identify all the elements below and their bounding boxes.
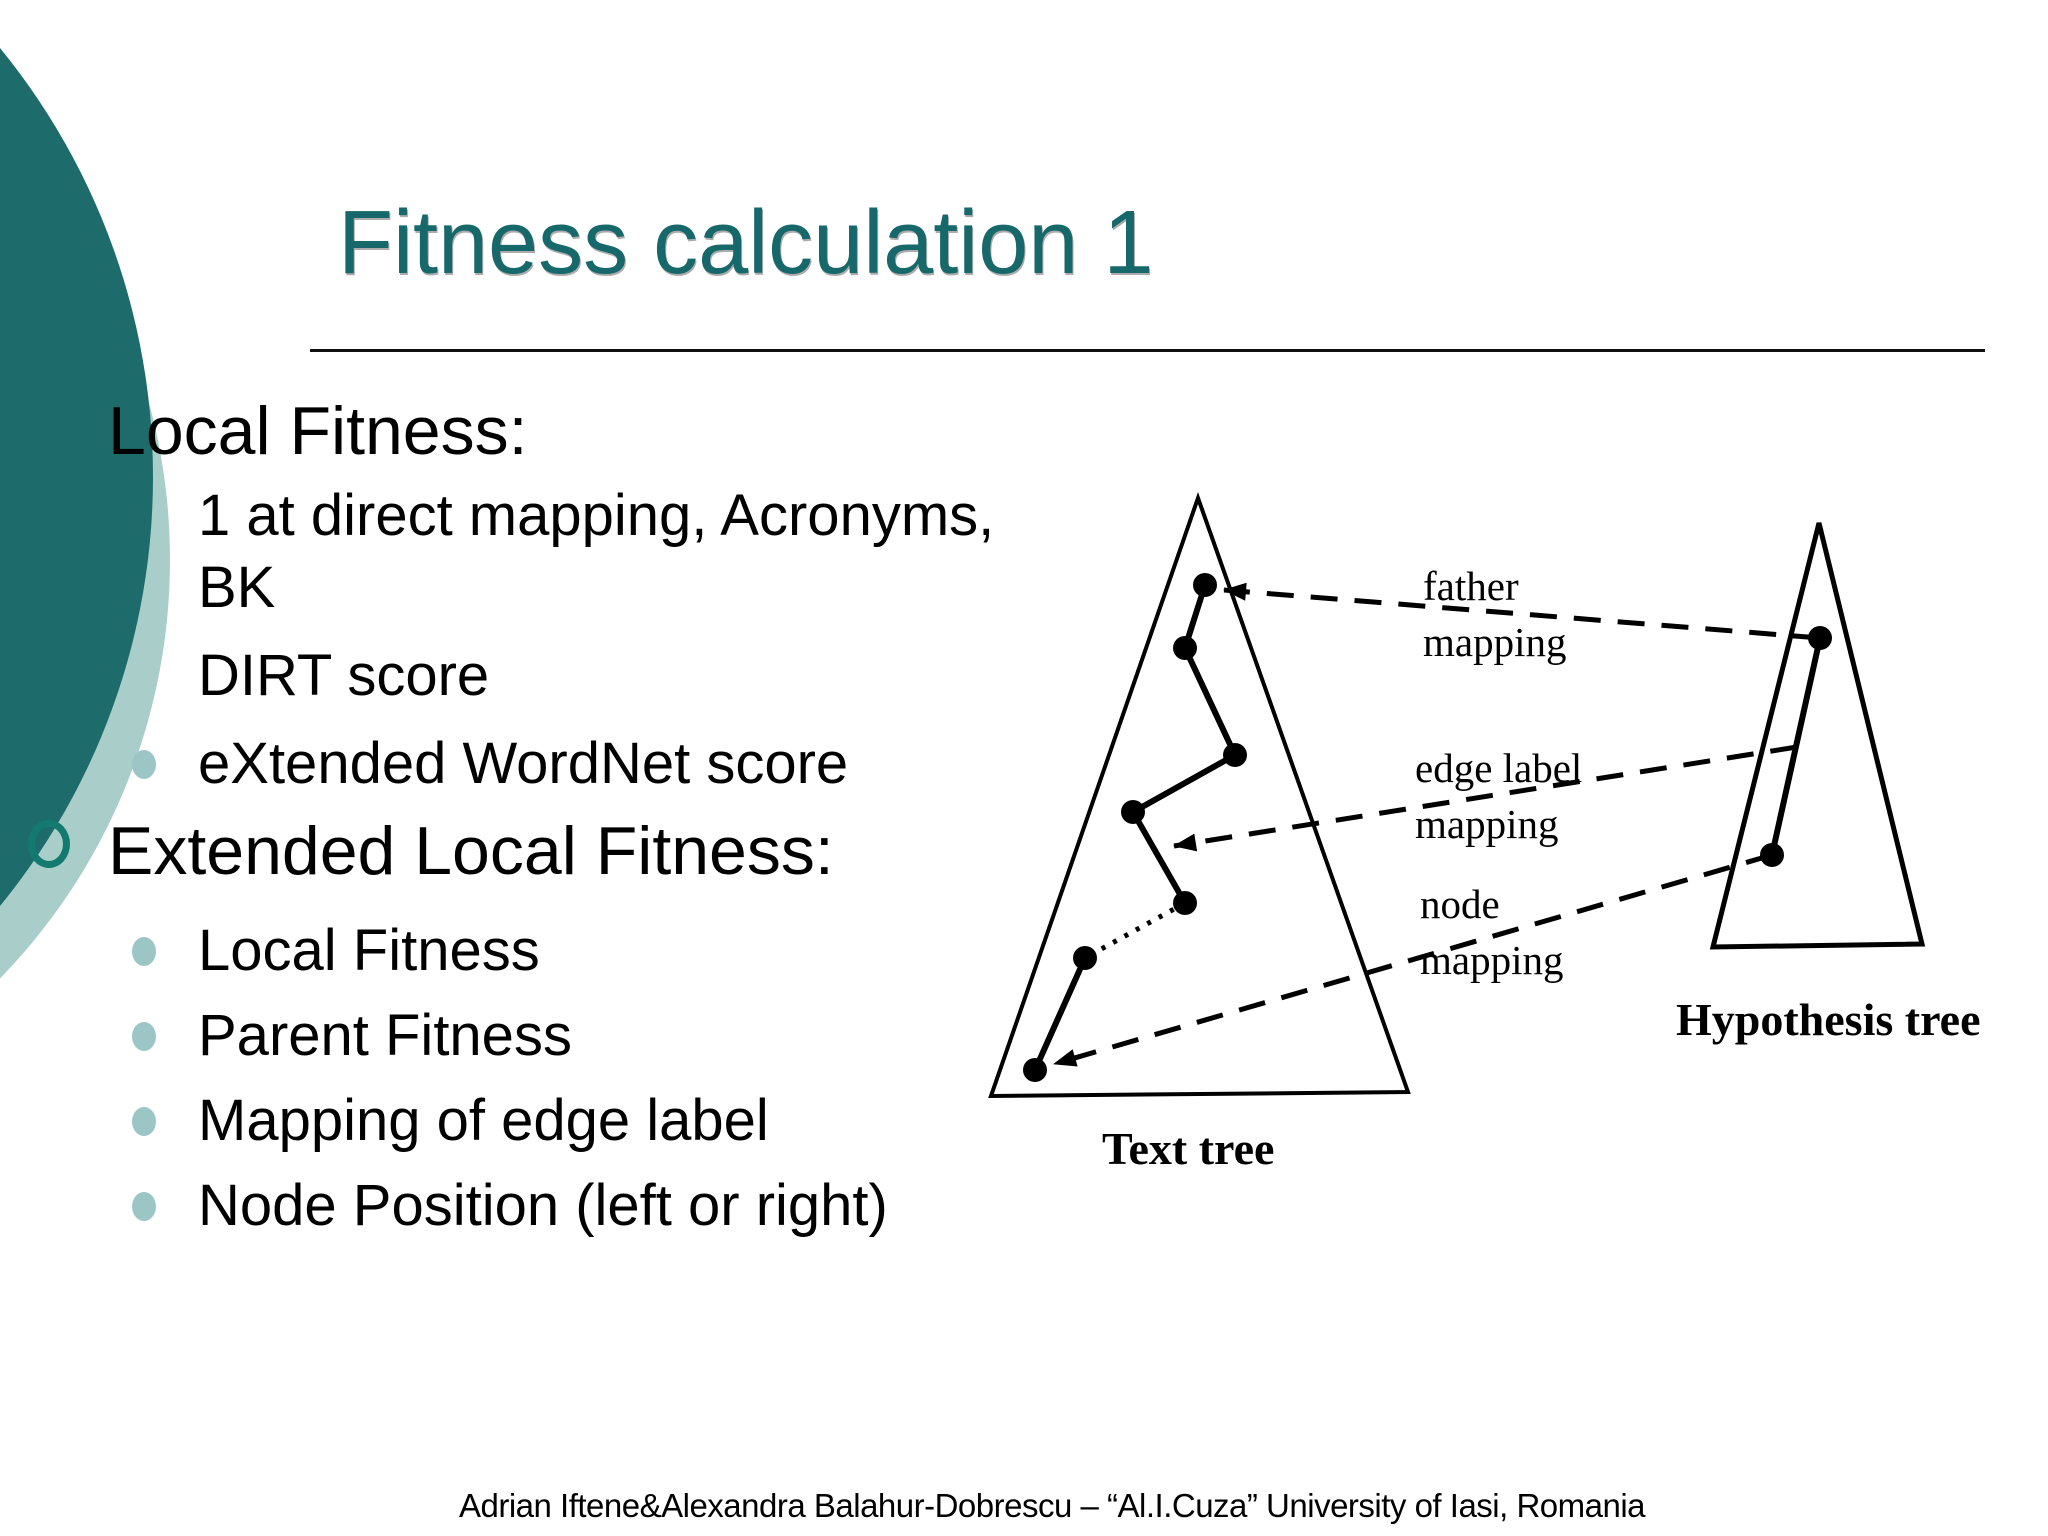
node-mapping-line1: node [1420,881,1500,927]
bullet-item-dirt-score: DIRT score [36,640,1026,712]
tree-node [1173,891,1197,915]
bullet-item-local-fitness: Local Fitness: [36,392,1026,470]
bullet-text: DIRT score [198,643,490,708]
dot-bullet-icon [132,937,156,966]
node-mapping-arrow [1053,852,1773,1067]
dot-bullet-icon [132,750,156,779]
text-tree-edges [1128,584,1239,905]
hollow-bullet-icon [28,820,70,868]
bullet-item-extended-local-fitness: Extended Local Fitness: [28,812,1026,890]
hypothesis-tree-caption: Hypothesis tree [1676,994,1981,1045]
bullet-list: Local Fitness: 1 at direct mapping, Acro… [28,392,1026,1242]
bullet-text: Local Fitness: [108,393,528,469]
bullet-text: Extended Local Fitness: [108,813,834,889]
title-underline [310,349,1985,352]
bullet-text: 1 at direct mapping, Acronyms, BK [198,483,995,620]
hypothesis-node [1808,626,1832,650]
tree-node [1193,573,1217,597]
hypothesis-node [1760,843,1784,867]
node-mapping-label: node mapping [1420,876,1563,988]
bullet-item-extended-wordnet: eXtended WordNet score [36,728,1026,800]
bullet-text: Node Position (left or right) [198,1173,888,1238]
bullet-item-mapping-edge-label: Mapping of edge label [36,1085,1026,1157]
tree-node [1023,1058,1047,1082]
footer-credit: Adrian Iftene&Alexandra Balahur-Dobrescu… [458,1487,1646,1524]
node-mapping-line2: mapping [1420,937,1564,983]
dot-bullet-icon [132,1107,156,1136]
bullet-text: Parent Fitness [198,1003,572,1068]
text-tree-triangle [988,491,1411,1099]
tree-node [1173,636,1197,660]
text-tree-edge-bottom [1032,956,1088,1072]
tree-node [1223,743,1247,767]
bullet-item-direct-mapping: 1 at direct mapping, Acronyms, BK [36,480,1026,624]
edge-label-mapping-line1: edge label [1415,745,1583,791]
bullet-text: Mapping of edge label [198,1088,769,1153]
tree-node [1121,800,1145,824]
father-mapping-line2: mapping [1423,619,1567,665]
bullet-text: Local Fitness [198,918,540,983]
hypothesis-tree-edge [1769,637,1823,856]
dot-bullet-icon [132,1192,156,1221]
tree-node [1073,946,1097,970]
father-mapping-label: father mapping [1423,558,1566,670]
text-tree-dotted-edge [1083,900,1187,961]
text-tree-caption: Text tree [1102,1123,1275,1174]
dot-bullet-icon [132,1022,156,1051]
bullet-item-local-fitness-sub: Local Fitness [36,915,1026,987]
father-mapping-line1: father [1423,563,1519,609]
edge-label-mapping-line2: mapping [1415,801,1559,847]
bullet-item-node-position: Node Position (left or right) [36,1170,1026,1242]
edge-label-mapping-label: edge label mapping [1415,740,1582,852]
bullet-item-parent-fitness: Parent Fitness [36,1000,1026,1072]
hypothesis-tree-triangle [1709,522,1926,950]
bullet-text: eXtended WordNet score [198,731,849,796]
slide-title: Fitness calculation 1 [338,193,1154,293]
